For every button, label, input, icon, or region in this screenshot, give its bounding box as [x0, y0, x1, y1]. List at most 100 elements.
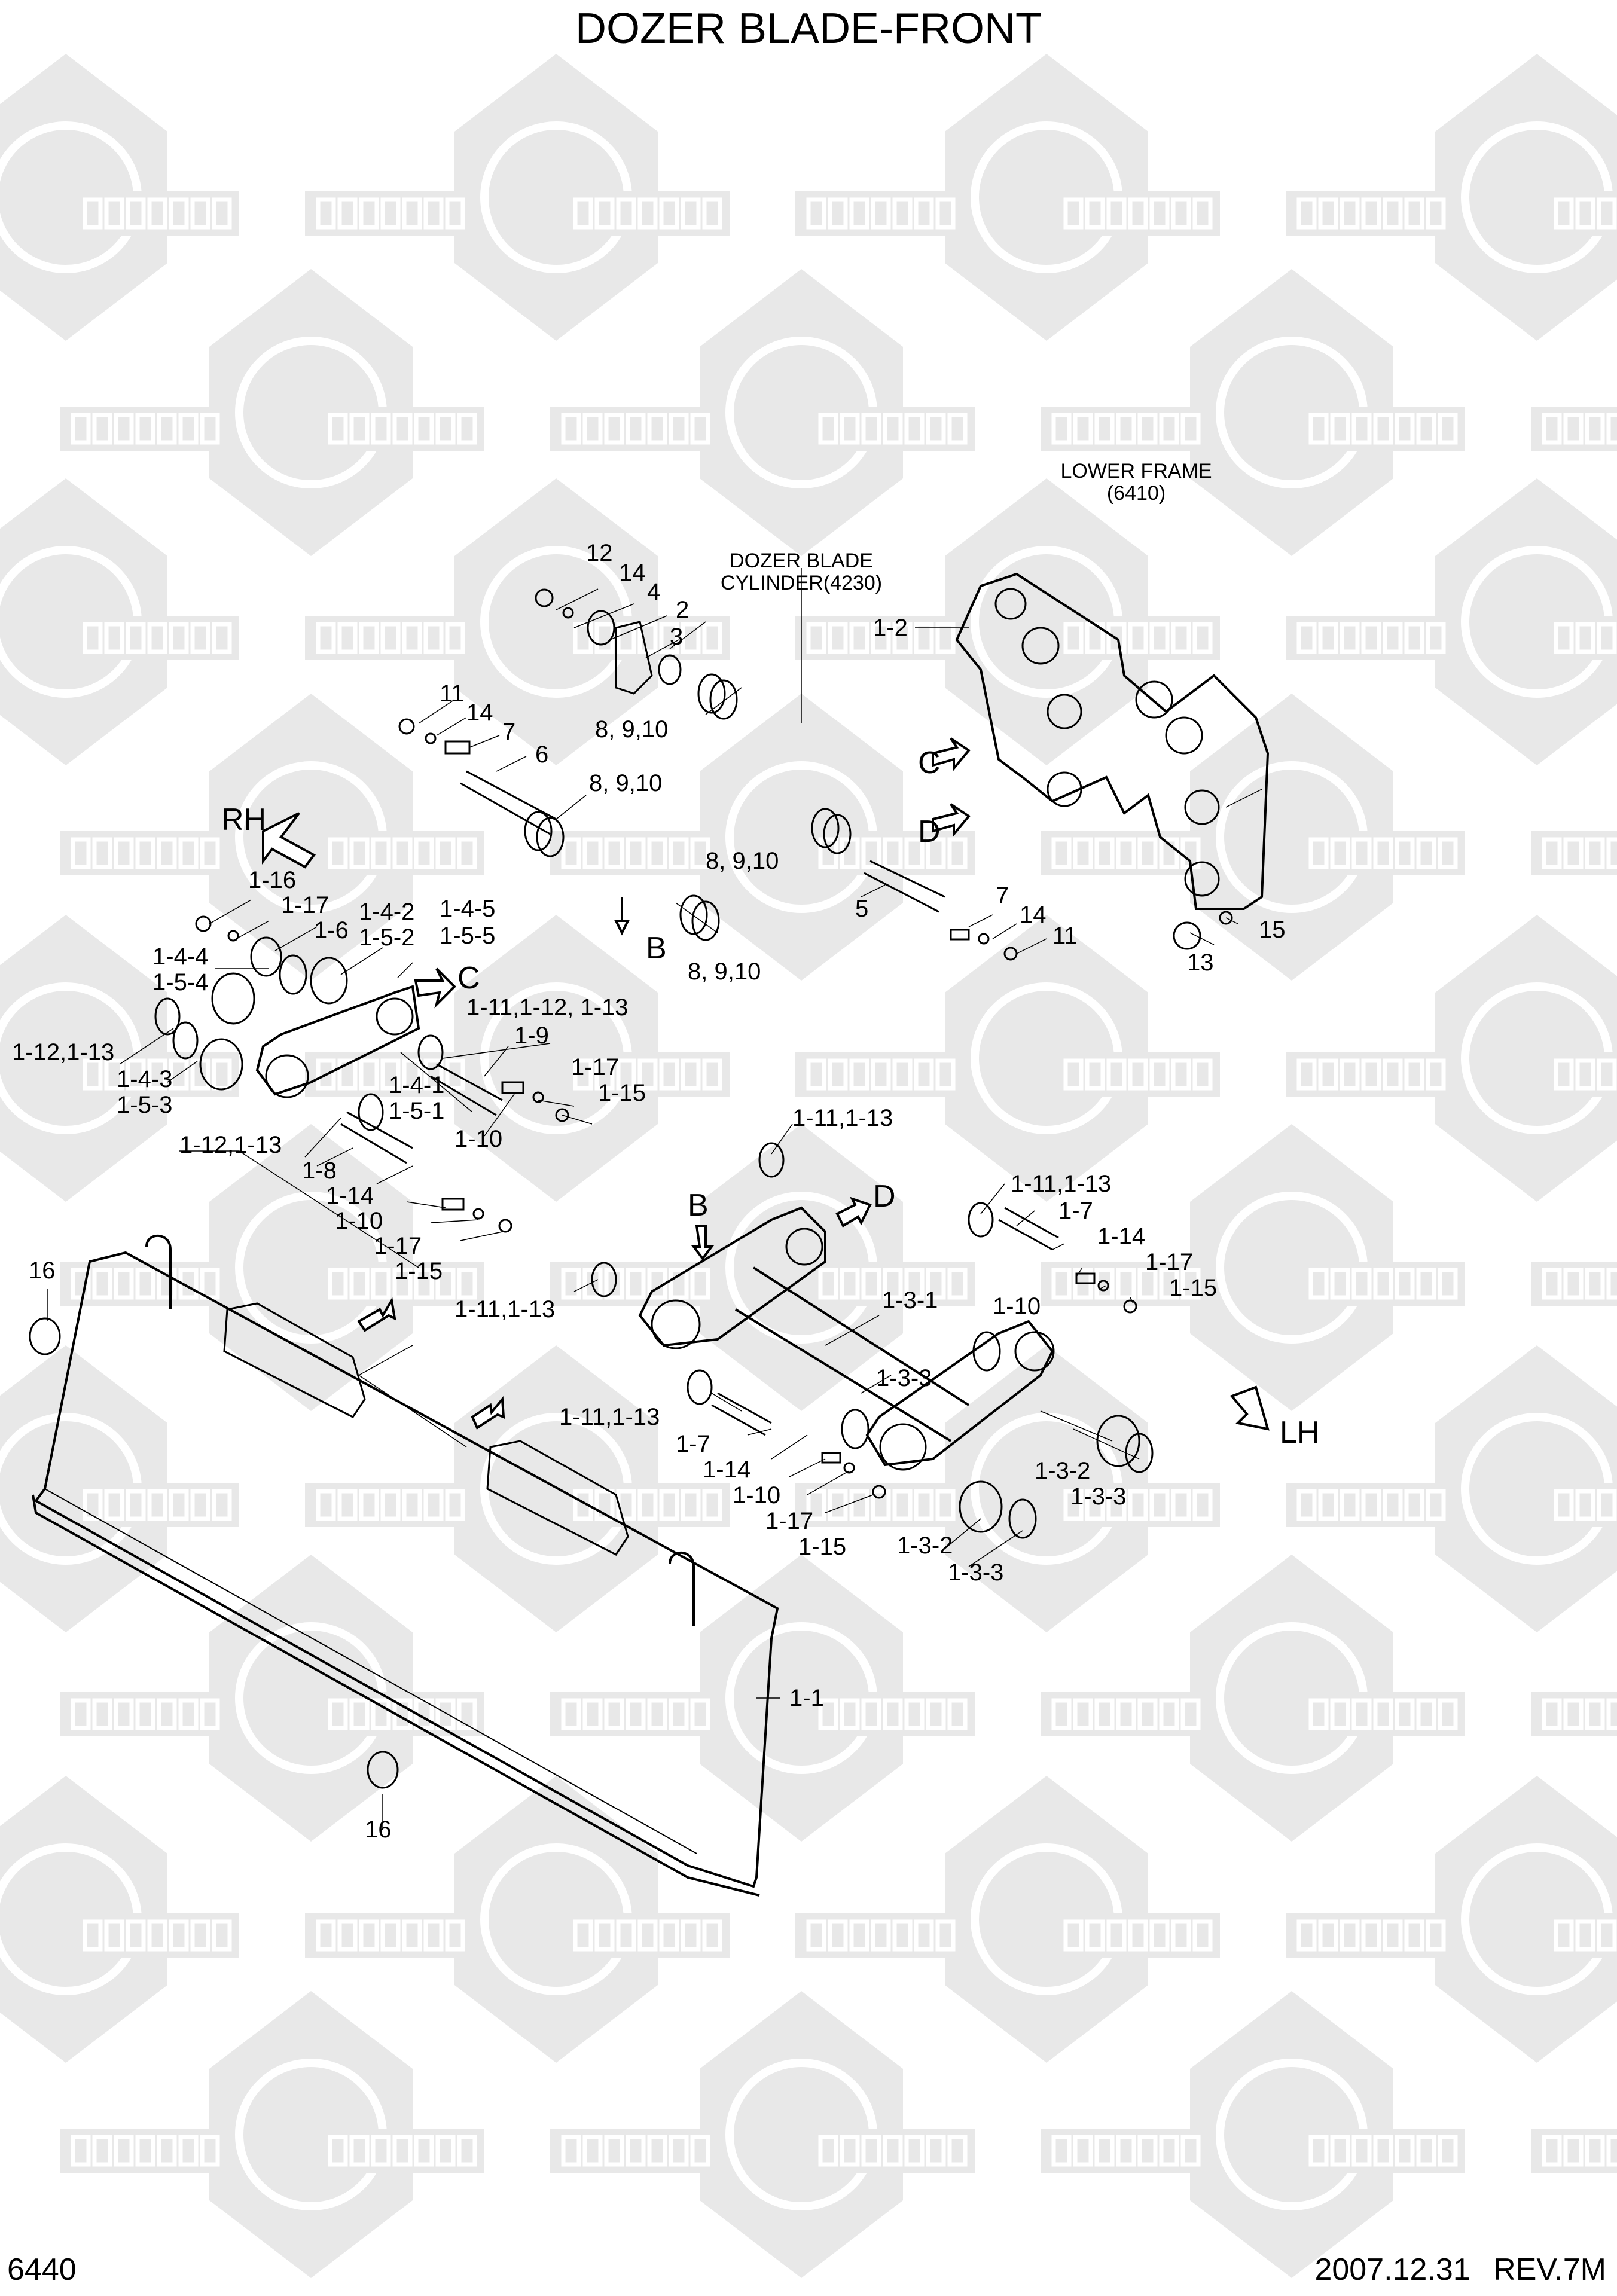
watermark-logo-glyph [414, 413, 434, 445]
watermark-logo-glyph [402, 197, 422, 230]
watermark-logo-glyph [1128, 1919, 1148, 1952]
watermark-logo-glyph [423, 622, 444, 654]
watermark-tile [1531, 831, 1617, 875]
watermark-logo-glyph [328, 413, 348, 445]
watermark-logo-glyph [1085, 1919, 1105, 1952]
callout: 1-1 [789, 1685, 824, 1711]
watermark-logo-glyph [1351, 1268, 1372, 1300]
watermark-logo-glyph [135, 413, 155, 445]
watermark-logo-glyph [169, 1058, 189, 1091]
callout: 1-17 [571, 1054, 620, 1080]
watermark-logo-glyph [1063, 1489, 1084, 1521]
watermark-logo-glyph [157, 413, 177, 445]
watermark-logo-glyph [190, 1489, 210, 1521]
watermark-logo-glyph [818, 413, 838, 445]
watermark-logo-glyph [1585, 413, 1605, 445]
watermark-logo-glyph [1308, 2135, 1329, 2167]
watermark-logo-glyph [414, 837, 434, 869]
watermark-logo-glyph [1296, 1489, 1317, 1521]
watermark-logo-glyph [71, 1268, 91, 1300]
watermark-tile [795, 54, 1220, 341]
watermark-logo-glyph [178, 413, 199, 445]
callout: 1-5-5 [440, 923, 496, 949]
watermark-tile [0, 1345, 239, 1632]
revision-code: REV.7M [1493, 2252, 1606, 2287]
c-arrow-icon [932, 737, 971, 772]
watermark-logo-glyph [1106, 622, 1127, 654]
callout: 1-5-4 [152, 969, 209, 996]
watermark-logo-glyph [1318, 1489, 1338, 1521]
watermark-logo-glyph [104, 1489, 124, 1521]
watermark-logo-glyph [1116, 2135, 1136, 2167]
watermark-logo-glyph [849, 622, 869, 654]
callout: 1-11,1-13 [559, 1404, 660, 1430]
view-d-marker: D [918, 814, 941, 849]
callout: 16 [365, 1816, 392, 1843]
watermark-logo-glyph [1340, 197, 1360, 230]
watermark-logo-glyph [626, 2135, 646, 2167]
callout: 6 [535, 741, 549, 768]
frame-bracket [955, 572, 1270, 910]
watermark-logo-glyph [561, 2135, 581, 2167]
callout: 5 [855, 896, 869, 922]
watermark-logo-glyph [1426, 1058, 1446, 1091]
watermark-tile [305, 478, 730, 765]
watermark-logo-glyph [1159, 413, 1179, 445]
direction-arrows [262, 737, 1270, 1431]
callout: 8, 9,10 [589, 770, 663, 796]
watermark-logo-glyph [328, 2135, 348, 2167]
watermark-logo-glyph [1116, 1268, 1136, 1300]
watermark-logo-glyph [1606, 2135, 1617, 2167]
watermark-logo-glyph [561, 837, 581, 869]
watermark-logo-glyph [681, 197, 701, 230]
watermark-logo-glyph [371, 1268, 391, 1300]
watermark-logo-glyph [828, 622, 848, 654]
watermark-logo-glyph [1404, 1919, 1424, 1952]
watermark-logo-glyph [892, 1058, 913, 1091]
watermark-logo-glyph [690, 413, 710, 445]
watermark-logo-glyph [849, 197, 869, 230]
watermark-logo-glyph [114, 1698, 134, 1730]
watermark-logo-glyph [457, 837, 477, 869]
callout: 1-3-3 [1070, 1483, 1127, 1510]
watermark-logo-glyph [359, 197, 379, 230]
watermark-logo-glyph [135, 1698, 155, 1730]
watermark-logo-glyph [1051, 413, 1072, 445]
watermark-logo-glyph [380, 1919, 401, 1952]
watermark-logo-glyph [1073, 413, 1093, 445]
watermark-logo-glyph [1094, 1268, 1115, 1300]
watermark-logo-glyph [337, 1489, 358, 1521]
callout: 1-5-3 [117, 1092, 173, 1118]
watermark-logo-glyph [849, 1489, 869, 1521]
watermark-logo-glyph [1330, 413, 1350, 445]
watermark-tile [60, 269, 484, 556]
watermark-logo-glyph [104, 622, 124, 654]
watermark-logo-glyph [178, 2135, 199, 2167]
watermark-logo-glyph [582, 2135, 603, 2167]
watermark-logo-glyph [561, 1268, 581, 1300]
watermark-tile [1286, 54, 1617, 341]
watermark-logo-glyph [104, 197, 124, 230]
watermark-tile [60, 1991, 484, 2278]
watermark-logo-glyph [626, 837, 646, 869]
watermark-logo-glyph [1128, 1058, 1148, 1091]
watermark-logo-glyph [1606, 837, 1617, 869]
watermark-logo-glyph [135, 837, 155, 869]
watermark-logo-glyph [1361, 197, 1381, 230]
callout: 7 [502, 719, 516, 745]
watermark-logo-glyph [1149, 1058, 1170, 1091]
watermark-logo-glyph [1597, 1919, 1617, 1952]
watermark-logo-glyph [582, 1268, 603, 1300]
dozer-cylinder-line2: CYLINDER(4230) [720, 572, 883, 595]
watermark-logo-glyph [690, 1268, 710, 1300]
watermark-logo-glyph [92, 1268, 112, 1300]
watermark-logo-glyph [702, 1058, 722, 1091]
watermark-logo-glyph [573, 1489, 593, 1521]
watermark-logo-glyph [1383, 197, 1403, 230]
watermark-logo-glyph [1159, 1698, 1179, 1730]
watermark-logo-glyph [371, 413, 391, 445]
watermark-logo-glyph [1340, 1919, 1360, 1952]
callout: 1-15 [798, 1534, 847, 1560]
watermark-logo-glyph [445, 1919, 465, 1952]
callout: 1-4-3 [117, 1066, 173, 1092]
